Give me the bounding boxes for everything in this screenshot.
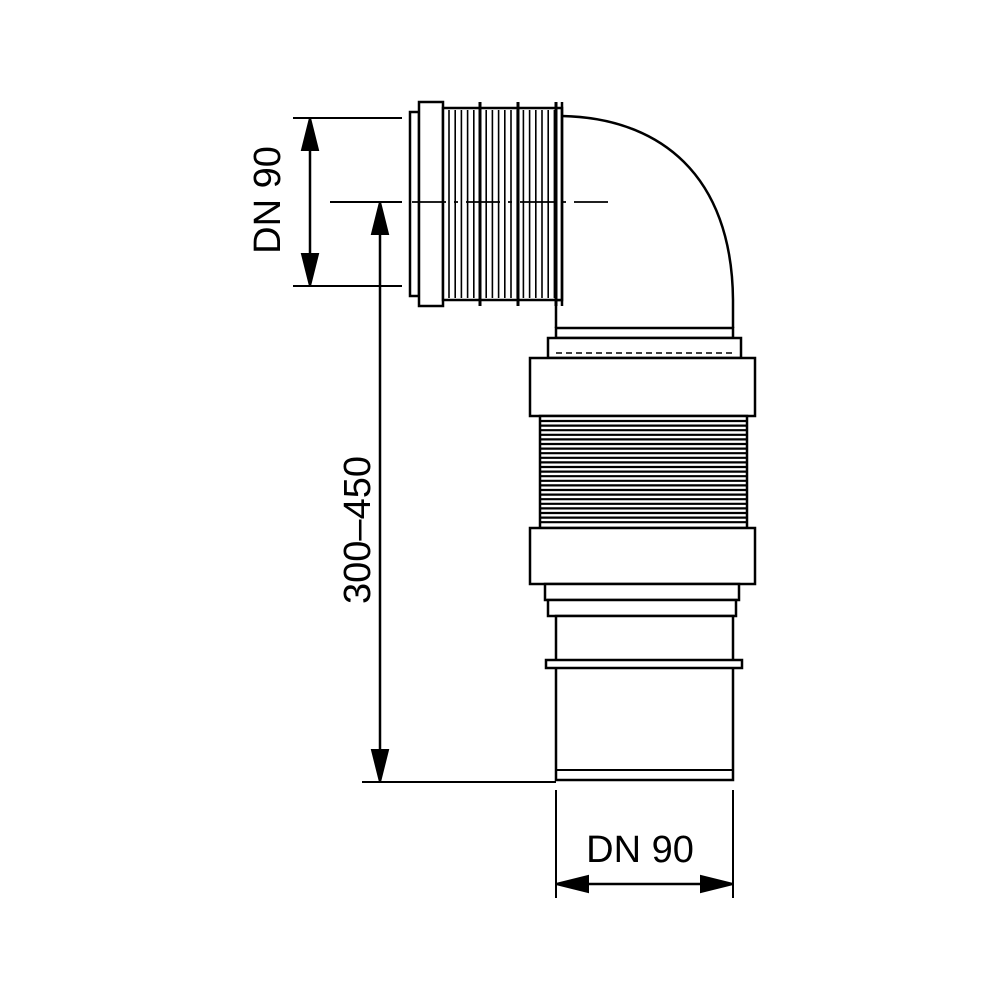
top-diameter-dimension bbox=[293, 117, 610, 287]
bottom-diameter-dimension bbox=[555, 790, 734, 898]
lower-collar bbox=[528, 526, 757, 618]
corrugated-section bbox=[538, 414, 749, 530]
corrugated-ribs bbox=[540, 419, 747, 524]
bottom-diameter-label: DN 90 bbox=[586, 829, 694, 871]
height-range-label: 300–450 bbox=[337, 456, 379, 604]
spigot-end bbox=[544, 614, 744, 782]
top-diameter-label: DN 90 bbox=[247, 146, 289, 254]
upper-collar bbox=[528, 326, 757, 418]
top-socket bbox=[408, 100, 564, 308]
height-dimension bbox=[362, 201, 556, 783]
elbow-bend bbox=[554, 114, 735, 328]
